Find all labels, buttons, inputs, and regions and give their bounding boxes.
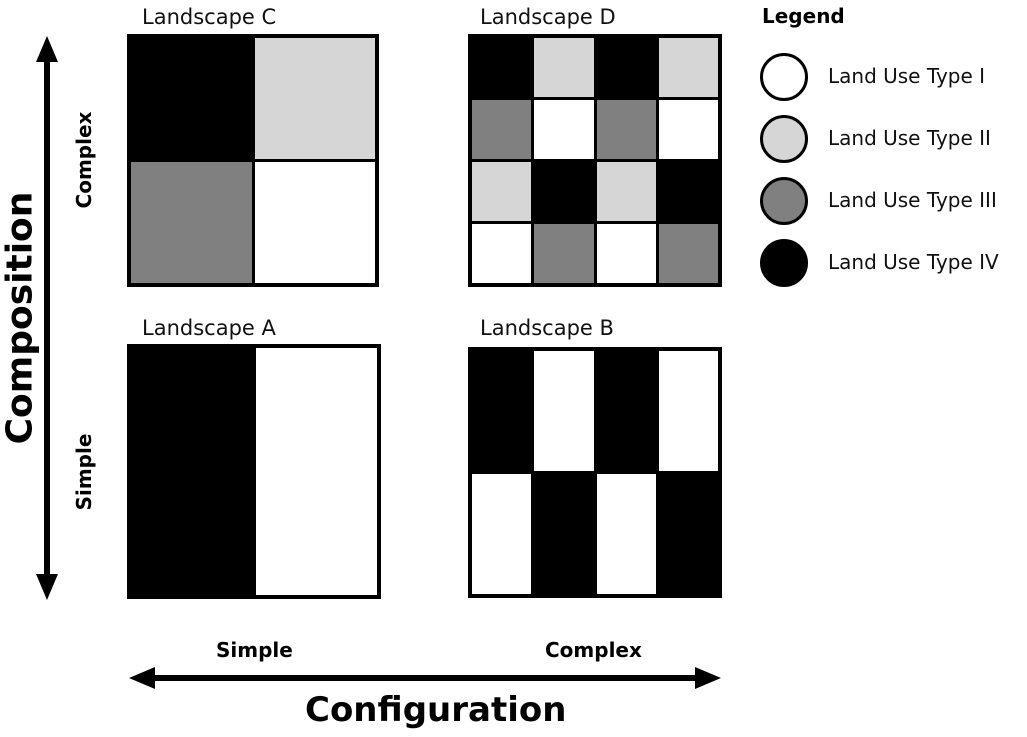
landscape-d-cell-type-iii bbox=[658, 224, 718, 283]
landscape-a-cell-type-i bbox=[255, 348, 377, 595]
landscape-b-cell-type-i bbox=[658, 351, 718, 471]
legend-item: Land Use Type IV bbox=[760, 239, 1025, 289]
landscape-a-title: Landscape A bbox=[142, 316, 276, 340]
landscape-a-grid bbox=[127, 344, 381, 599]
legend-label: Land Use Type I bbox=[828, 64, 986, 88]
landscape-b-cell-type-i bbox=[534, 351, 594, 471]
landscape-d-title: Landscape D bbox=[480, 5, 616, 29]
landscape-d-cell-type-iii bbox=[534, 224, 594, 283]
landscape-d-cell-type-iv bbox=[534, 162, 594, 221]
landscape-d-cell-type-i bbox=[472, 224, 532, 283]
landscape-c-cell-type-i bbox=[254, 162, 375, 283]
configuration-complex-label: Complex bbox=[545, 638, 642, 662]
configuration-arrow bbox=[129, 667, 721, 689]
legend-item: Land Use Type I bbox=[760, 53, 1025, 103]
configuration-simple-label: Simple bbox=[216, 638, 293, 662]
landscape-c-title: Landscape C bbox=[142, 5, 277, 29]
landscape-d-cell-type-iv bbox=[596, 38, 656, 97]
composition-axis-title: Composition bbox=[0, 191, 41, 445]
landscape-c-cell-type-iii bbox=[131, 162, 252, 283]
landscape-d-cell-type-iii bbox=[472, 100, 532, 159]
landscape-d-cell-type-ii bbox=[596, 162, 656, 221]
landscape-c-cell-type-ii bbox=[254, 38, 375, 159]
landscape-d-cell-type-ii bbox=[472, 162, 532, 221]
landscape-b-cell-type-iv bbox=[534, 474, 594, 594]
legend-label: Land Use Type IV bbox=[828, 250, 999, 274]
legend-swatch-type-i bbox=[760, 53, 808, 101]
landscape-a-cell-type-iv bbox=[131, 348, 253, 595]
landscape-d-cell-type-i bbox=[596, 224, 656, 283]
landscape-c-grid bbox=[127, 34, 379, 287]
legend-title: Legend bbox=[762, 4, 845, 28]
landscape-c-cell-type-iv bbox=[131, 38, 252, 159]
landscape-b-cell-type-i bbox=[596, 474, 656, 594]
landscape-b-title: Landscape B bbox=[480, 316, 614, 340]
composition-complex-label: Complex bbox=[72, 111, 96, 209]
landscape-d-cell-type-i bbox=[658, 100, 718, 159]
landscape-b-cell-type-iv bbox=[596, 351, 656, 471]
landscape-d-grid bbox=[468, 34, 722, 287]
landscape-d-cell-type-i bbox=[534, 100, 594, 159]
landscape-b-grid bbox=[468, 347, 722, 598]
legend-label: Land Use Type III bbox=[828, 188, 997, 212]
landscape-d-cell-type-iv bbox=[472, 38, 532, 97]
landscape-d-cell-type-iv bbox=[658, 162, 718, 221]
landscape-b-cell-type-iv bbox=[472, 351, 532, 471]
legend-item: Land Use Type II bbox=[760, 115, 1025, 165]
legend-swatch-type-iii bbox=[760, 177, 808, 225]
legend-label: Land Use Type II bbox=[828, 126, 991, 150]
legend-swatch-type-iv bbox=[760, 239, 808, 287]
landscape-b-cell-type-iv bbox=[658, 474, 718, 594]
legend-swatch-type-ii bbox=[760, 115, 808, 163]
landscape-d-cell-type-ii bbox=[534, 38, 594, 97]
legend-item: Land Use Type III bbox=[760, 177, 1025, 227]
landscape-d-cell-type-iii bbox=[596, 100, 656, 159]
landscape-d-cell-type-ii bbox=[658, 38, 718, 97]
configuration-axis-title: Configuration bbox=[305, 690, 567, 730]
landscape-b-cell-type-i bbox=[472, 474, 532, 594]
composition-simple-label: Simple bbox=[72, 433, 96, 511]
